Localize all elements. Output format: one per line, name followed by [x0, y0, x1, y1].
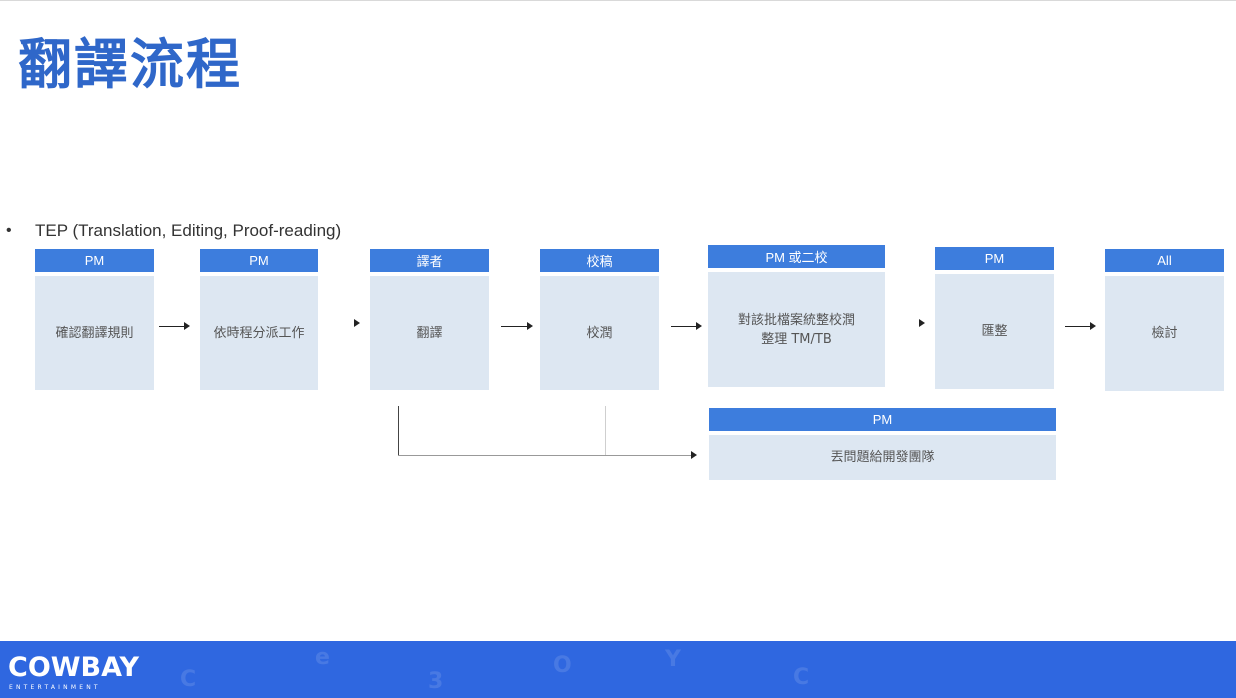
arrow-head: [691, 451, 697, 459]
arrow-head: [354, 319, 360, 327]
arrow-head: [696, 322, 702, 330]
step-role: 譯者: [370, 249, 489, 272]
step-role: 校稿: [540, 249, 659, 272]
step-role: All: [1105, 249, 1224, 272]
page-title: 翻譯流程: [18, 33, 242, 96]
step-task: 確認翻譯規則: [35, 276, 154, 390]
process-step: 校稿 校潤: [540, 249, 659, 390]
footer-bar: COWBAY ENTERTAINMENT C e 3 O Y C: [0, 641, 1236, 698]
process-step: All 檢討: [1105, 249, 1224, 391]
top-border: [0, 0, 1236, 1]
arrow-line: [501, 326, 527, 327]
process-step: PM 或二校 對該批檔案統整校潤 整理 TM/TB: [708, 245, 885, 387]
company-logo-subtitle: ENTERTAINMENT: [9, 684, 101, 691]
step-task: 校潤: [540, 276, 659, 390]
arrow-line: [1065, 326, 1090, 327]
step-role: PM: [35, 249, 154, 272]
step-task: 對該批檔案統整校潤 整理 TM/TB: [708, 272, 885, 387]
arrow-head: [184, 322, 190, 330]
step-task: 丟問題給開發團隊: [709, 435, 1056, 480]
step-task: 檢討: [1105, 276, 1224, 391]
decorative-shape: C: [180, 667, 197, 692]
decorative-shape: 3: [428, 669, 444, 694]
process-step: PM 確認翻譯規則: [35, 249, 154, 390]
step-task: 匯整: [935, 274, 1054, 389]
step-role: PM: [200, 249, 318, 272]
bracket-line: [398, 406, 399, 456]
bullet-marker: •: [6, 222, 12, 239]
arrow-head: [527, 322, 533, 330]
step-task: 依時程分派工作: [200, 276, 318, 390]
decorative-shape: Y: [665, 647, 681, 672]
decorative-shape: e: [315, 645, 330, 670]
arrow-head: [1090, 322, 1096, 330]
arrow-head: [919, 319, 925, 327]
arrow-line: [671, 326, 696, 327]
company-logo: COWBAY: [8, 652, 139, 683]
subtitle: TEP (Translation, Editing, Proof-reading…: [35, 221, 342, 240]
decorative-shape: C: [793, 665, 810, 690]
process-step: PM 匯整: [935, 247, 1054, 389]
step-role: PM: [709, 408, 1056, 431]
decorative-shape: O: [553, 653, 572, 678]
step-task: 翻譯: [370, 276, 489, 390]
process-step: 譯者 翻譯: [370, 249, 489, 390]
side-process-step: PM 丟問題給開發團隊: [709, 408, 1056, 480]
bracket-line: [398, 455, 691, 456]
process-step: PM 依時程分派工作: [200, 249, 318, 390]
arrow-line: [159, 326, 184, 327]
step-role: PM 或二校: [708, 245, 885, 268]
step-role: PM: [935, 247, 1054, 270]
bracket-line: [605, 406, 606, 456]
